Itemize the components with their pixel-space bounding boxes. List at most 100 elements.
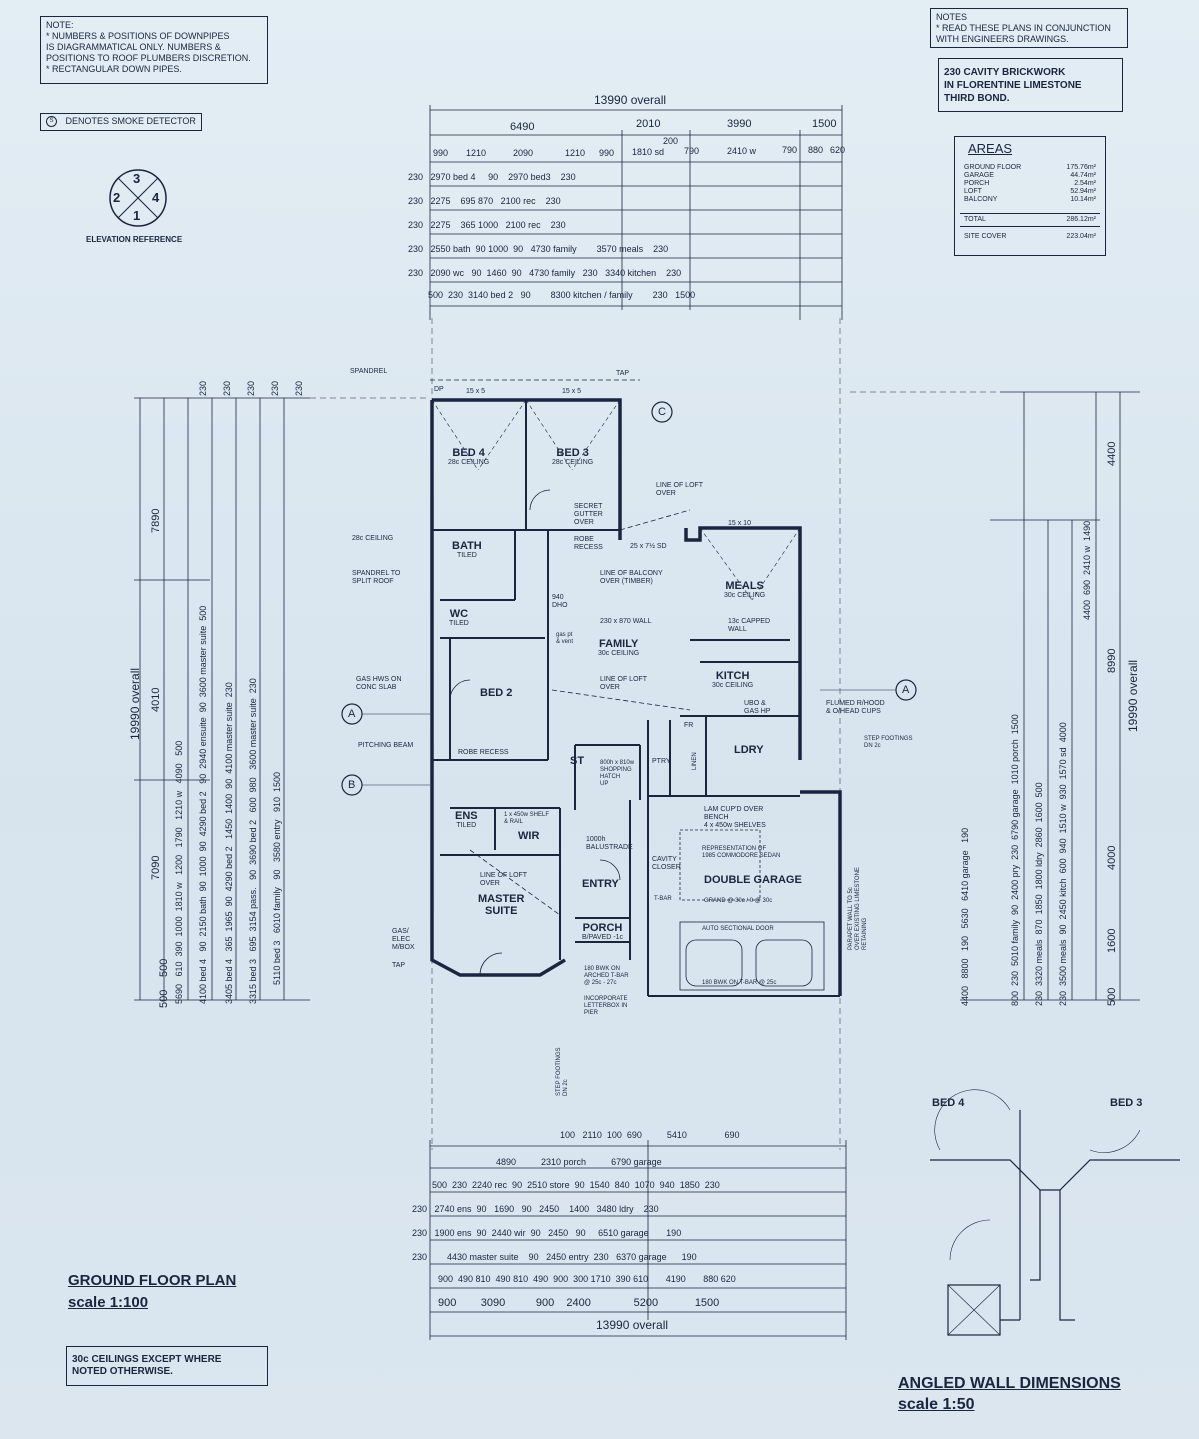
section-marker-a-left: A [348,708,356,720]
note-line: THIRD BOND. [944,93,1010,104]
room-st: ST [570,755,585,767]
ceilings-note-box: 30c CEILINGS EXCEPT WHERE NOTED OTHERWIS… [66,1346,268,1386]
room-ldry: LDRY [734,744,764,756]
room-wir: WIR [518,830,540,842]
smoke-detector-note: S DENOTES SMOKE DETECTOR [40,113,202,131]
top-dim-line: 230 2970 bed 4 90 2970 bed3 230 [408,172,576,182]
bottom-dim-line: 230 1900 ens 90 2440 wir 90 2450 90 6510… [412,1228,682,1238]
top-overall-dimension: 13990 overall [594,93,667,107]
note-line: IS DIAGRAMMATICAL ONLY. NUMBERS & [46,42,221,52]
label-linen: LINEN [692,752,698,770]
label-ubo: UBO &GAS HP [744,700,771,715]
bottom-dim-line: 500 230 2240 rec 90 2510 store 90 1540 8… [432,1180,720,1190]
note-line: WITH ENGINEERS DRAWINGS. [936,34,1069,44]
top-dim-line: 230 2090 wc 90 1460 90 4730 family 230 3… [408,268,682,278]
top-dim: 1500 [812,118,837,130]
room-bed2: BED 2 [480,687,513,699]
label-ceiling-28c: 28c CEILING [352,535,394,542]
top-dim: 790 [782,145,798,155]
room-entry: ENTRY [582,878,619,890]
room-master-suite: MASTER SUITE [478,893,525,917]
note-line: * RECTANGULAR DOWN PIPES. [46,64,182,74]
label-robe-recess-bed2: ROBE RECESS [458,749,509,756]
label-tap-top: TAP [616,370,630,377]
engineers-note-box: NOTES * READ THESE PLANS IN CONJUNCTION … [930,8,1128,48]
top-dim: 620 [830,145,846,155]
bottom-dim-line: 230 2740 ens 90 1690 90 2450 1400 3480 l… [412,1204,659,1214]
top-dim: 6490 [510,121,535,133]
label-roof-right: 15 x 5 [562,388,582,395]
room-pantry: PTRY [652,758,671,765]
elevation-number: 4 [152,190,160,205]
top-dim: 1210 [466,148,487,158]
note-line: IN FLORENTINE LIMESTONE [944,80,1082,91]
top-dim: 1810 sd [632,147,665,157]
note-line: NOTE: [46,20,74,30]
label-tbar: T-BAR [654,896,672,902]
top-dim-line: 230 2275 365 1000 2100 rec 230 [408,220,566,230]
downpipes-note-box: NOTE: * NUMBERS & POSITIONS OF DOWNPIPES… [40,16,268,84]
bottom-dim-line: 230 4430 master suite 90 2450 entry 230 … [412,1252,697,1262]
top-dim-line: 230 2275 695 870 2100 rec 230 [408,196,561,206]
ground-floor-plan-title: GROUND FLOOR PLAN [68,1272,237,1289]
label-fridge: FR [684,722,694,729]
label-spandrel: SPANDREL [350,368,388,375]
label-wall-230: 230 x 870 WALL [600,618,652,625]
ground-floor-plan-scale: scale 1:100 [68,1294,149,1311]
label-roof-left: 15 x 5 [466,388,486,395]
note-line: * READ THESE PLANS IN CONJUNCTION [936,23,1111,33]
section-marker-a-right: A [902,684,910,696]
elevation-reference-label: ELEVATION REFERENCE [86,235,183,244]
label-bwk-bottom: 180 BWK ON T-BAR @ 25c [702,980,777,986]
elevation-circle-icon [109,169,167,227]
smoke-detector-icon: S [46,116,57,128]
note-line: * NUMBERS & POSITIONS OF DOWNPIPES [46,31,230,41]
angled-bed4-label: BED 4 [932,1097,965,1109]
bottom-overall-dimension: 13990 overall [596,1318,669,1332]
label-pitching-beam: PITCHING BEAM [358,742,414,749]
angled-wall-dimensions-title: ANGLED WALL DIMENSIONS [898,1375,1121,1392]
bottom-dim-line: 900 490 810 490 810 490 900 300 1710 390… [438,1274,736,1284]
top-dim: 990 [433,148,449,158]
bottom-dim-line: 100 2110 100 690 5410 690 [560,1130,740,1140]
label-flumed: FLUMED R/HOOD& O/HEAD CUPS [826,700,885,715]
note-line: 230 CAVITY BRICKWORK [944,67,1066,78]
top-dim: 2410 w [727,146,757,156]
elevation-reference: 3 2 4 1 [108,168,168,228]
label-shelf-rail: 1 x 450w SHELF& RAIL [504,812,550,825]
label-roof-meals: 15 x 10 [728,520,751,527]
note-line: NOTES [936,12,968,22]
top-dim: 2010 [636,118,661,130]
bottom-dim-line: 900 3090 900 2400 5200 1500 [438,1297,720,1309]
note-line: POSITIONS TO ROOF PLUMBERS DISCRETION. [46,53,251,63]
